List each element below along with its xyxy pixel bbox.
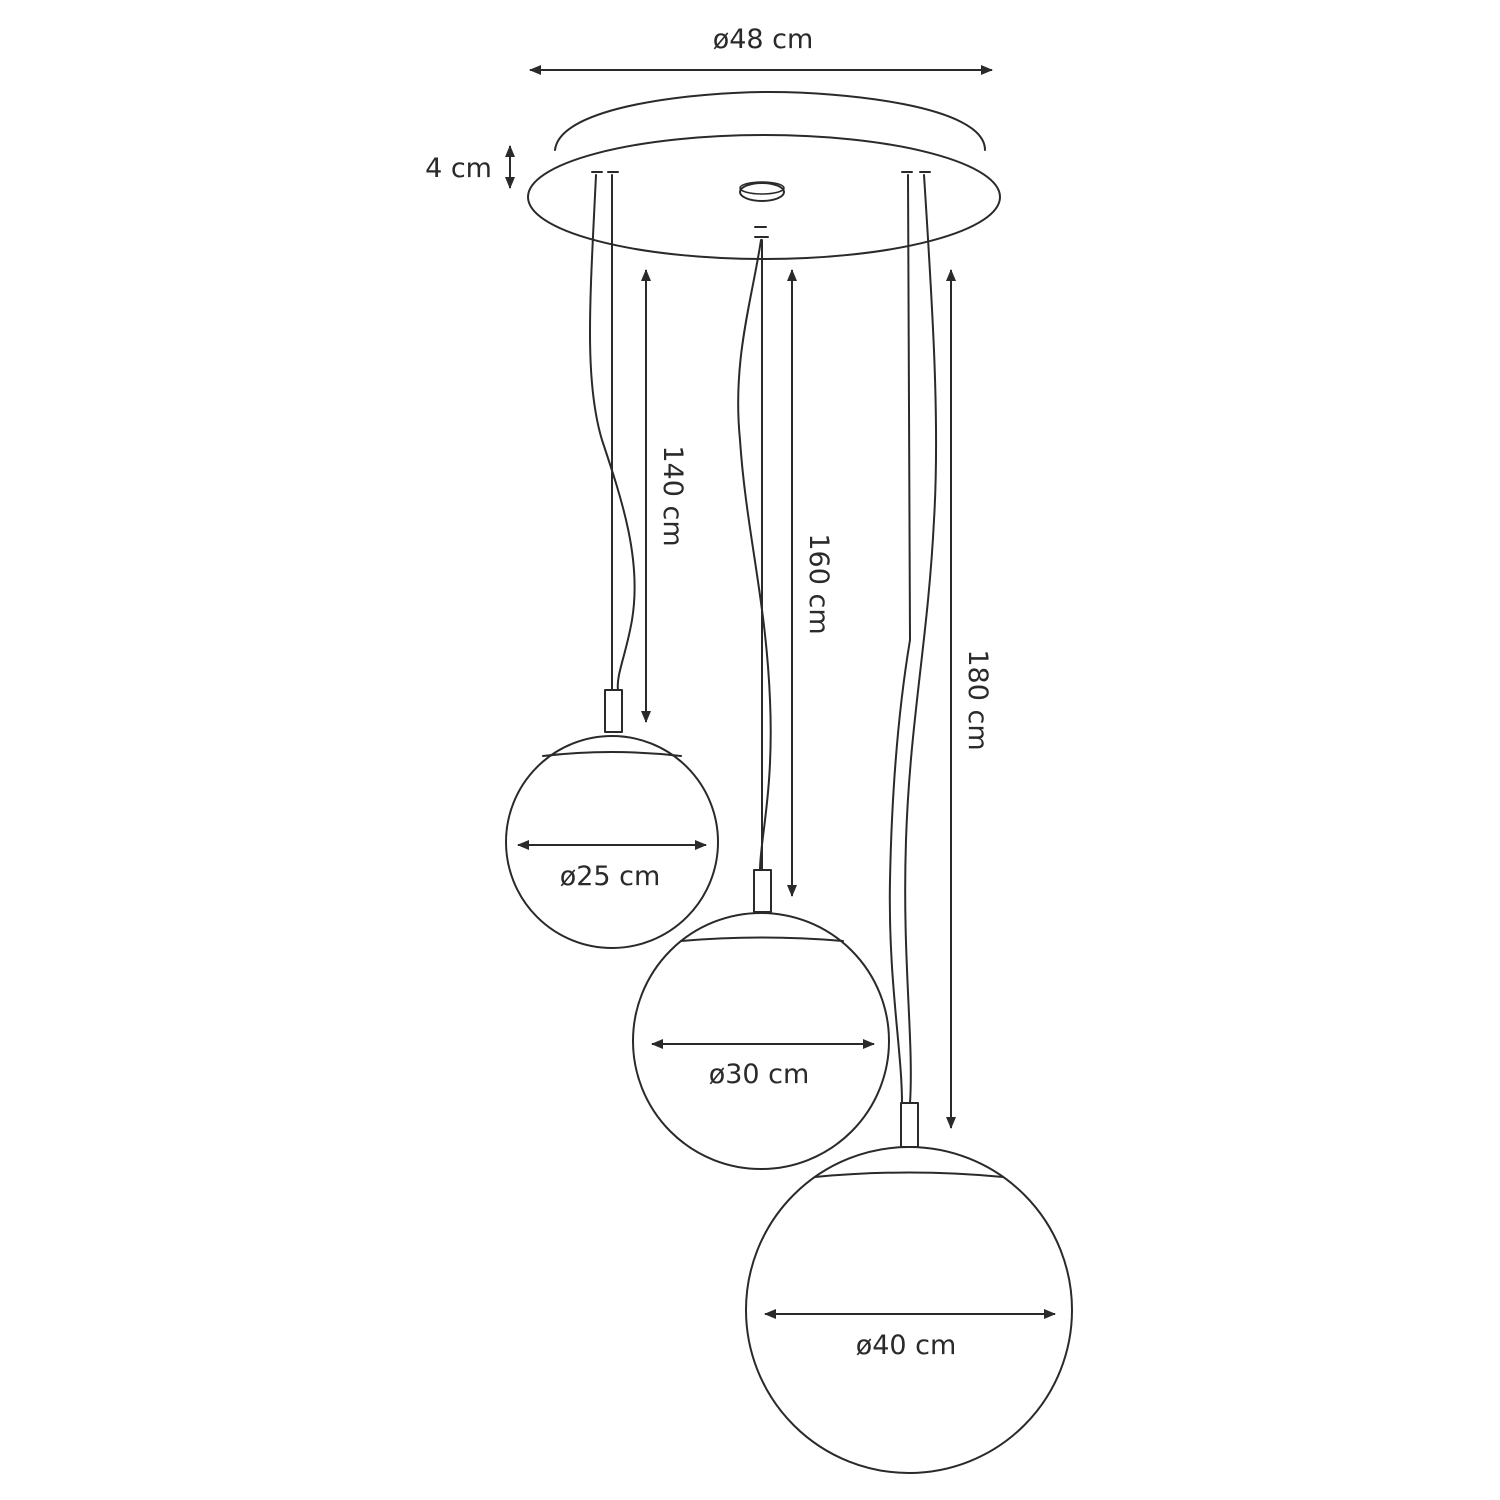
cable-grips <box>591 171 931 238</box>
glass-sphere-small <box>505 735 719 949</box>
cable-large-label: 180 cm <box>962 649 993 750</box>
globe-small-label: ø25 cm <box>560 861 661 892</box>
canopy-diameter-label: ø48 cm <box>713 24 814 55</box>
ceiling-canopy <box>527 91 1001 260</box>
dimension-cable-small: 140 cm <box>641 269 688 723</box>
power-cord-small <box>589 174 636 691</box>
glass-sphere-large <box>745 1146 1073 1474</box>
steel-wire-large <box>888 174 911 1104</box>
glass-sphere-medium <box>632 912 890 1170</box>
canopy-height-label: 4 cm <box>425 153 492 184</box>
lamp-holder-small <box>604 689 623 733</box>
canopy-center-cap <box>739 182 785 202</box>
cable-small-label: 140 cm <box>657 445 688 546</box>
dimension-canopy-height: 4 cm <box>425 145 515 189</box>
dimension-cable-large: 180 cm <box>946 269 993 1129</box>
suspension-cables <box>589 174 938 1104</box>
canopy-back-rim <box>554 91 986 151</box>
cap-line-medium <box>680 936 844 942</box>
canopy-center-cap-top <box>739 181 785 195</box>
globe-medium: ø30 cm <box>632 869 890 1170</box>
power-cord-large <box>904 174 938 1104</box>
lamp-holder-medium <box>753 869 772 913</box>
lamp-holder-large <box>900 1102 919 1148</box>
cable-medium-label: 160 cm <box>803 533 834 634</box>
globe-large-label: ø40 cm <box>856 1330 957 1361</box>
power-cord-medium <box>737 239 772 871</box>
globe-medium-label: ø30 cm <box>709 1059 810 1090</box>
dimension-canopy-diameter: ø48 cm <box>529 24 993 75</box>
canopy-plate <box>527 134 1001 260</box>
globe-small: ø25 cm <box>505 689 719 949</box>
cap-line-large <box>814 1171 1004 1178</box>
dimension-cable-medium: 160 cm <box>787 269 834 897</box>
globe-large: ø40 cm <box>745 1102 1073 1474</box>
cap-line-small <box>542 751 682 757</box>
